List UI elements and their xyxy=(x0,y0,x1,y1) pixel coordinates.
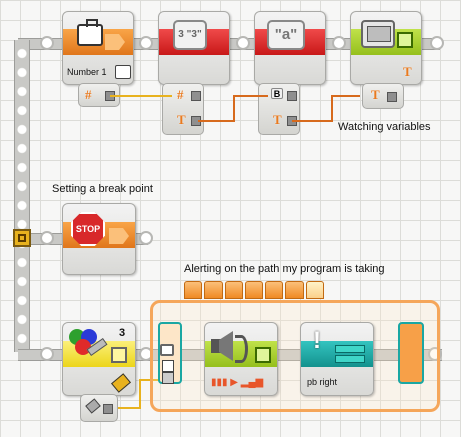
switch-end[interactable] xyxy=(398,322,424,384)
exclamation-icon: ! xyxy=(313,327,321,354)
annotation-watching: Watching variables xyxy=(338,121,431,133)
beam-node[interactable] xyxy=(332,36,346,50)
stop-block[interactable]: STOP xyxy=(62,203,136,275)
text-wire-1 xyxy=(198,95,268,122)
color-sensor-block[interactable]: 3 xyxy=(62,322,136,396)
stop-sign-icon: STOP xyxy=(71,212,105,246)
variable-mode-icon xyxy=(115,65,131,79)
beam-node[interactable] xyxy=(40,36,54,50)
beam-node[interactable] xyxy=(40,231,54,245)
beam-node[interactable] xyxy=(139,231,153,245)
speaker-icon xyxy=(211,329,251,365)
switch-condition-plug[interactable] xyxy=(160,344,174,384)
beam-node[interactable] xyxy=(236,36,250,50)
annotation-alerting: Alerting on the path my program is takin… xyxy=(184,263,385,275)
switch-frame[interactable] xyxy=(150,300,440,412)
breakpoint-icon xyxy=(18,234,26,242)
briefcase-icon xyxy=(77,19,103,46)
variable-name: Number 1 xyxy=(67,67,107,77)
text-block-icon: "a" xyxy=(267,20,305,50)
text-data-hub[interactable]: B T xyxy=(258,83,300,135)
switch-branch-block[interactable]: ! pb right xyxy=(300,322,374,396)
annotation-breakpoint: Setting a break point xyxy=(52,183,153,195)
color-sensor-hub[interactable] xyxy=(80,394,118,422)
display-upload-icon xyxy=(397,32,413,48)
sensor-port: 3 xyxy=(119,327,126,339)
switch-branch-label: pb right xyxy=(307,377,338,387)
beam-rungs xyxy=(14,44,30,344)
breakpoint-marker[interactable] xyxy=(13,229,31,247)
sound-block[interactable]: ▮▮▮ ▶ ▂▄▆ xyxy=(204,322,278,396)
color-sensor-icon xyxy=(69,329,109,363)
numbertext-data-hub[interactable]: # T xyxy=(162,83,204,135)
number-to-text-block[interactable]: 3 "3" xyxy=(158,11,230,85)
display-data-hub[interactable]: T xyxy=(362,83,404,109)
display-icon xyxy=(361,20,395,48)
number-to-text-icon: 3 "3" xyxy=(173,20,207,50)
sound-controls: ▮▮▮ ▶ ▂▄▆ xyxy=(211,377,264,388)
beam-node[interactable] xyxy=(139,36,153,50)
text-block[interactable]: "a" xyxy=(254,11,326,85)
text-wire-2 xyxy=(292,95,360,122)
beam-node[interactable] xyxy=(430,36,444,50)
display-block[interactable]: T xyxy=(350,11,422,85)
variable-block[interactable]: Number 1 xyxy=(62,11,134,85)
sensor-wire xyxy=(106,379,166,409)
switch-tabs[interactable] xyxy=(184,281,324,299)
beam-node[interactable] xyxy=(40,347,54,361)
